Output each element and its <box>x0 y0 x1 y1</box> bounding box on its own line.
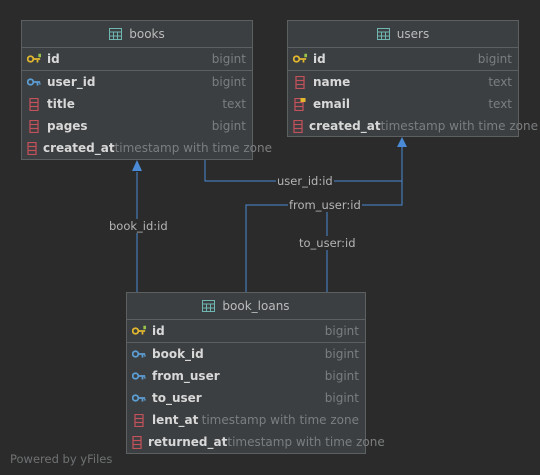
column-name: created_at <box>309 119 381 133</box>
column-type: bigint <box>477 52 512 66</box>
column-name: id <box>313 52 326 66</box>
column-icon <box>132 435 142 449</box>
table-users-title: users <box>396 27 430 41</box>
column-row[interactable]: to_user bigint <box>127 387 365 409</box>
column-name: to_user <box>152 391 202 405</box>
table-book-loans-title: book_loans <box>222 299 290 313</box>
column-type: bigint <box>211 75 246 89</box>
column-name: book_id <box>152 347 204 361</box>
table-books-title: books <box>129 27 165 41</box>
column-type: timestamp with time zone <box>380 119 538 133</box>
primary-key-icon <box>27 52 41 66</box>
column-icon <box>293 119 303 133</box>
label-to-user: to_user:id <box>298 236 357 250</box>
column-row[interactable]: id bigint <box>127 320 365 343</box>
column-name: email <box>313 97 350 111</box>
table-icon <box>109 28 123 40</box>
footer-text: Powered by yFiles <box>10 452 113 466</box>
column-type: bigint <box>324 391 359 405</box>
column-row[interactable]: name text <box>288 71 518 93</box>
column-type: bigint <box>324 369 359 383</box>
column-icon <box>132 413 146 427</box>
column-row[interactable]: title text <box>22 93 252 115</box>
column-type: bigint <box>211 52 246 66</box>
arrowhead-books <box>132 160 142 171</box>
column-row[interactable]: from_user bigint <box>127 365 365 387</box>
column-icon <box>27 97 41 111</box>
column-name: id <box>47 52 60 66</box>
foreign-key-icon <box>132 347 146 361</box>
column-row[interactable]: book_id bigint <box>127 343 365 365</box>
table-icon <box>202 300 216 312</box>
column-type: bigint <box>211 119 246 133</box>
foreign-key-icon <box>132 369 146 383</box>
label-user-id: user_id:id <box>276 174 334 188</box>
foreign-key-icon <box>27 75 41 89</box>
table-book-loans-header[interactable]: book_loans <box>127 293 365 320</box>
primary-key-icon <box>132 324 146 338</box>
column-name: user_id <box>47 75 96 89</box>
column-row[interactable]: pages bigint <box>22 115 252 137</box>
column-icon <box>293 75 307 89</box>
column-row[interactable]: email text <box>288 93 518 115</box>
table-users-header[interactable]: users <box>288 21 518 48</box>
label-book-id: book_id:id <box>108 219 169 233</box>
table-icon <box>376 28 390 40</box>
column-icon <box>27 141 37 155</box>
column-type: bigint <box>324 347 359 361</box>
column-type: timestamp with time zone <box>227 435 385 449</box>
column-type: bigint <box>324 324 359 338</box>
column-name: returned_at <box>148 435 228 449</box>
label-from-user: from_user:id <box>288 198 362 212</box>
column-row[interactable]: user_id bigint <box>22 71 252 93</box>
column-name: created_at <box>43 141 115 155</box>
column-name: lent_at <box>152 413 199 427</box>
column-name: name <box>313 75 351 89</box>
column-type: text <box>222 97 246 111</box>
column-name: from_user <box>152 369 220 383</box>
table-users[interactable]: users id bigint name text email text created_a… <box>287 20 538 137</box>
column-type: text <box>488 75 512 89</box>
column-row[interactable]: id bigint <box>22 48 252 71</box>
foreign-key-icon <box>132 391 146 405</box>
column-name: id <box>152 324 165 338</box>
column-type: timestamp with time zone <box>201 413 359 427</box>
table-books-header[interactable]: books <box>22 21 252 48</box>
column-type: timestamp with time zone <box>114 141 272 155</box>
column-type: text <box>488 97 512 111</box>
column-name: title <box>47 97 75 111</box>
column-row[interactable]: id bigint <box>288 48 518 71</box>
unique-column-icon <box>293 97 307 111</box>
arrowhead-users <box>397 137 407 147</box>
column-name: pages <box>47 119 88 133</box>
column-icon <box>27 119 41 133</box>
primary-key-icon <box>293 52 307 66</box>
